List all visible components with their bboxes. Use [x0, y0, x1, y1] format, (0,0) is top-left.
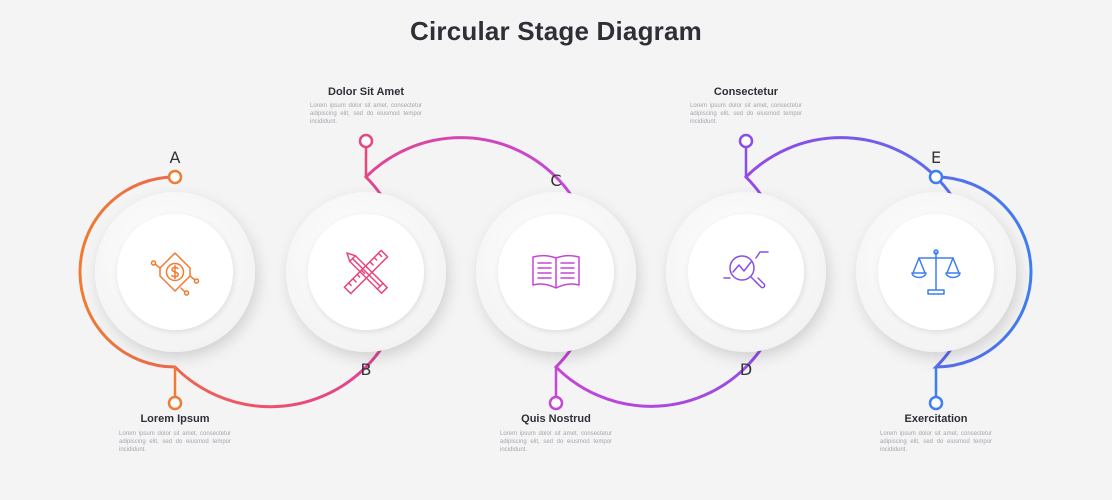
dollar-coin-icon [150, 252, 200, 296]
dot-a-bottom [167, 395, 183, 411]
dot-c-bottom [548, 395, 564, 411]
dot-e-top [928, 169, 944, 185]
magnifier-chart-icon [723, 251, 769, 289]
stage-e-description: Lorem ipsum dolor sit amet, consectetur … [880, 431, 992, 454]
stage-c-description: Lorem ipsum dolor sit amet, consectetur … [500, 431, 612, 454]
dot-a-top [167, 169, 183, 185]
stage-b-description: Lorem ipsum dolor sit amet, consectetur … [310, 103, 422, 126]
pencil-ruler-icon [343, 249, 389, 295]
stage-e-heading: Exercitation [904, 413, 968, 425]
open-book-icon [532, 254, 580, 289]
stage-a-heading: Lorem Ipsum [140, 413, 210, 425]
dot-d-top [738, 133, 754, 149]
stage-d-heading: Consectetur [713, 86, 779, 98]
stage-letter-c: C [550, 171, 561, 190]
stage-letter-e: E [931, 148, 941, 167]
stage-b-heading: Dolor Sit Amet [328, 86, 404, 98]
stage-d-description: Lorem ipsum dolor sit amet, consectetur … [690, 103, 802, 126]
dot-b-top [358, 133, 374, 149]
balance-scale-icon [911, 249, 961, 295]
connector-dots [167, 133, 944, 411]
dot-e-bottom [928, 395, 944, 411]
stage-c-heading: Quis Nostrud [521, 413, 591, 425]
stage-letter-b: B [361, 360, 372, 379]
stage-letter-d: D [740, 360, 752, 379]
disc-d [666, 192, 826, 352]
stage-a-description: Lorem ipsum dolor sit amet, consectetur … [119, 431, 231, 454]
connector-stems [173, 146, 938, 398]
page-title: Circular Stage Diagram [410, 16, 702, 46]
stage-letter-a: A [170, 148, 181, 167]
